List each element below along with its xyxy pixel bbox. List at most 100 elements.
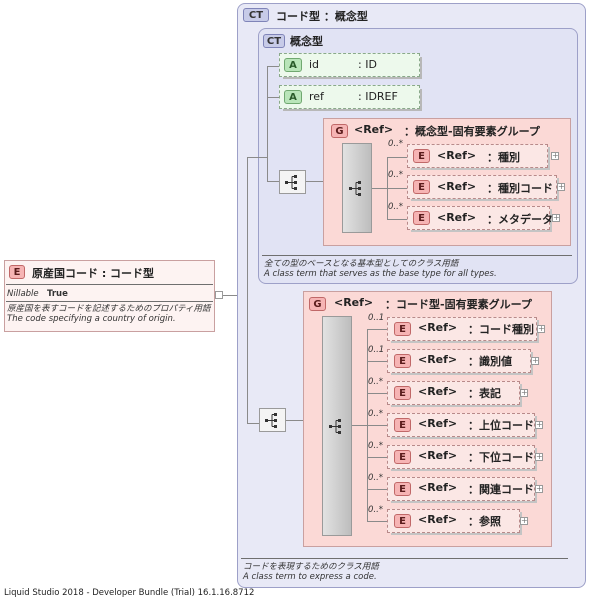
connector-line — [306, 181, 323, 182]
group-badge: G — [331, 124, 348, 138]
expand-button[interactable]: + — [520, 516, 528, 525]
element-name: ：コード種別 — [468, 323, 534, 336]
expand-button[interactable]: + — [535, 484, 543, 493]
element-ref-label: <Ref> — [437, 149, 477, 162]
connector-line — [367, 521, 387, 522]
element-ref-label: <Ref> — [418, 513, 458, 526]
connector-line — [247, 157, 248, 423]
element-name: ：種別 — [487, 151, 520, 164]
element-badge: E — [413, 180, 430, 194]
connector-line — [387, 157, 407, 158]
divider — [262, 255, 572, 256]
complex-type-badge: CT — [243, 8, 269, 22]
element-badge: E — [394, 482, 411, 496]
group-title: ：概念型-固有要素グループ — [404, 125, 540, 138]
connector-line — [387, 188, 407, 189]
sequence-icon — [349, 181, 361, 196]
connector-line — [267, 181, 279, 182]
connector-line — [267, 66, 268, 181]
outer-type-doc-en: A class term to express a code. — [243, 572, 377, 582]
outer-type-doc-ja: コードを表現するためのクラス用語 — [243, 562, 379, 572]
connector-line — [267, 97, 279, 98]
sequence-icon — [329, 419, 341, 434]
element-ref-child-code[interactable] — [387, 445, 535, 469]
element-badge: E — [9, 265, 25, 279]
root-element-title: 原産国コード : コード型 — [32, 267, 155, 280]
connector-line — [247, 423, 259, 424]
element-ref-related-code[interactable] — [387, 477, 535, 501]
element-ref-label: <Ref> — [418, 321, 458, 334]
element-ref-kind-code[interactable] — [407, 175, 557, 199]
inner-type-doc-en: A class term that serves as the base typ… — [264, 269, 497, 279]
occurs-label: 0..* — [388, 202, 404, 212]
element-badge: E — [413, 211, 430, 225]
element-badge: E — [413, 149, 430, 163]
collapse-toggle[interactable] — [215, 291, 223, 299]
divider — [241, 558, 568, 559]
element-badge: E — [394, 386, 411, 400]
nillable-value: True — [47, 289, 68, 299]
root-doc-ja: 原産国を表すコードを記述するためのプロパティ用語 — [7, 304, 211, 314]
element-ref-label: <Ref> — [418, 353, 458, 366]
connector-line — [286, 420, 303, 421]
element-name: ：表記 — [468, 387, 501, 400]
occurs-label: 0..1 — [368, 345, 385, 355]
occurs-label: 0..* — [368, 441, 384, 451]
element-ref-label: <Ref> — [437, 211, 477, 224]
group-ref-label: <Ref> — [354, 123, 394, 136]
element-badge: E — [394, 450, 411, 464]
element-name: ：上位コード — [468, 419, 534, 432]
divider — [6, 301, 213, 302]
attribute-ref[interactable] — [279, 85, 420, 109]
element-ref-label: <Ref> — [437, 180, 477, 193]
group-badge: G — [309, 297, 326, 311]
occurs-label: 0..* — [368, 377, 384, 387]
expand-button[interactable]: + — [557, 182, 565, 191]
element-name: ：識別値 — [468, 355, 512, 368]
group-title: ：コード型-固有要素グループ — [385, 298, 532, 311]
connector-line — [387, 219, 407, 220]
element-ref-label: <Ref> — [418, 417, 458, 430]
connector-line — [372, 188, 387, 189]
attribute-badge: A — [284, 90, 302, 104]
nillable-label: Nillable — [7, 289, 39, 299]
sequence-icon — [285, 175, 297, 190]
occurs-label: 0..1 — [368, 313, 385, 323]
occurs-label: 0..* — [368, 505, 384, 515]
element-ref-code-kind[interactable] — [387, 317, 537, 341]
occurs-label: 0..* — [368, 473, 384, 483]
element-ref-label: <Ref> — [418, 481, 458, 494]
element-badge: E — [394, 322, 411, 336]
connector-line — [367, 361, 387, 362]
element-name: ：関連コード — [468, 483, 534, 496]
element-ref-metadata[interactable] — [407, 206, 550, 230]
element-ref-parent-code[interactable] — [387, 413, 535, 437]
element-badge: E — [394, 514, 411, 528]
attribute-name: id — [309, 58, 320, 71]
expand-button[interactable]: + — [531, 356, 539, 365]
attribute-type: : ID — [358, 58, 377, 71]
expand-button[interactable]: + — [537, 324, 545, 333]
attribute-badge: A — [284, 58, 302, 72]
occurs-label: 0..* — [368, 409, 384, 419]
outer-type-title: コード型 ：概念型 — [276, 10, 368, 23]
element-name: ：種別コード — [487, 182, 553, 195]
expand-button[interactable]: + — [520, 388, 528, 397]
element-ref-identifier[interactable] — [387, 349, 531, 373]
element-name: ：メタデータ — [487, 213, 553, 226]
element-name: ：下位コード — [468, 451, 534, 464]
sequence-compositor[interactable] — [259, 408, 286, 432]
element-ref-kind[interactable] — [407, 144, 548, 168]
divider — [6, 284, 213, 285]
attribute-id[interactable] — [279, 53, 420, 77]
expand-button[interactable]: + — [535, 452, 543, 461]
connector-line — [367, 393, 387, 394]
expand-button[interactable]: + — [552, 213, 560, 222]
connector-line — [367, 489, 387, 490]
root-element-box[interactable] — [4, 260, 215, 332]
footer-watermark: Liquid Studio 2018 - Developer Bundle (T… — [4, 588, 255, 598]
expand-button[interactable]: + — [551, 151, 559, 160]
expand-button[interactable]: + — [535, 420, 543, 429]
attribute-name: ref — [309, 90, 324, 103]
attribute-type: : IDREF — [358, 90, 398, 103]
